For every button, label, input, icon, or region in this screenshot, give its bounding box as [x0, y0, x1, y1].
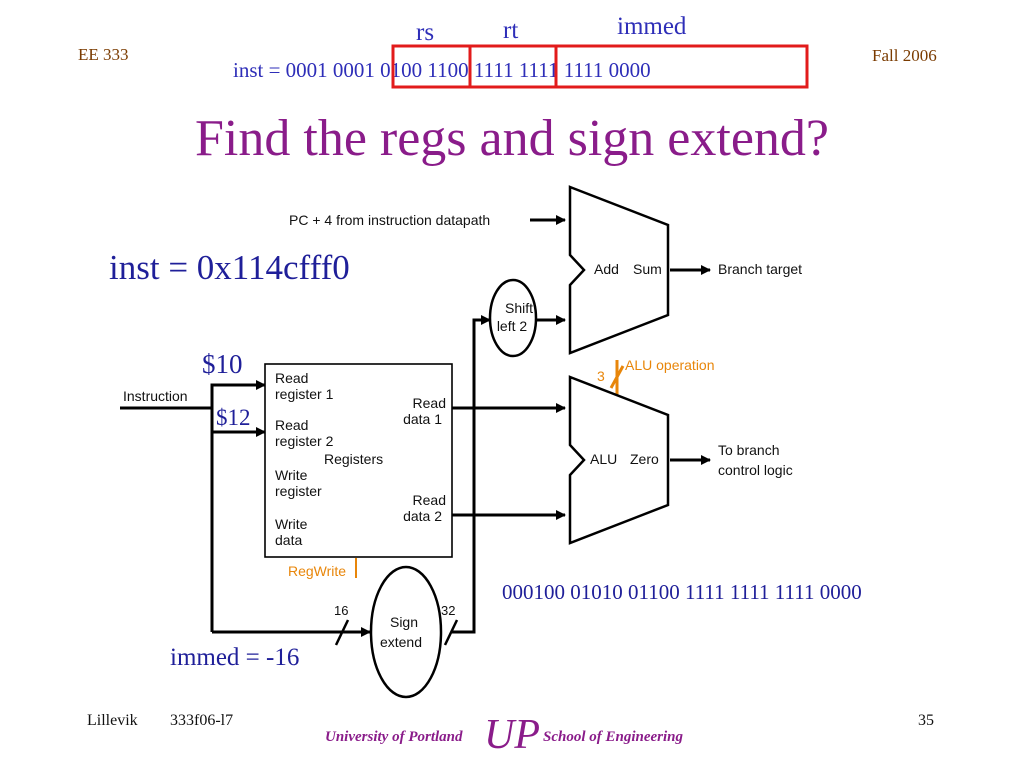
bits-out-slash [443, 619, 459, 646]
page-number: 35 [918, 712, 934, 729]
sign-label-1: Sign [390, 614, 418, 630]
inst-binary: inst = 0001 0001 0100 1100 1111 1111 111… [233, 58, 651, 82]
rs-register-annotation: $10 [202, 349, 243, 379]
bits-in-slash [334, 619, 350, 646]
branch-ctrl-label-1: To branch [718, 442, 779, 458]
read-reg1-label-2: register 1 [275, 386, 334, 402]
bits-out-label: 32 [441, 603, 455, 618]
read-data1-label-2: data 1 [403, 411, 442, 427]
zero-label: Zero [630, 451, 659, 467]
alu-op-count: 3 [597, 368, 605, 384]
term-label: Fall 2006 [872, 46, 937, 65]
read-reg2-label-1: Read [275, 417, 308, 433]
alu-operation-label: ALU operation [625, 357, 715, 373]
footer-university: University of Portland [325, 729, 463, 745]
bits-in-label: 16 [334, 603, 348, 618]
registers-label: Registers [324, 451, 383, 467]
field-rs-label: rs [416, 19, 434, 46]
write-reg-label-2: register [275, 483, 322, 499]
read-data2-label-2: data 2 [403, 508, 442, 524]
branch-ctrl-label-2: control logic [718, 462, 793, 478]
page-title: Find the regs and sign extend? [195, 110, 829, 167]
sign-out-wire [452, 315, 491, 634]
field-rt-label: rt [503, 17, 518, 44]
sign-extend-unit [369, 565, 443, 699]
instruction-label: Instruction [123, 388, 188, 404]
footer-school: School of Engineering [543, 729, 684, 745]
footer-author: Lillevik [87, 712, 138, 729]
read-data1-label-1: Read [413, 395, 446, 411]
read-reg2-label-2: register 2 [275, 433, 334, 449]
university-logo-icon: UP [484, 712, 540, 758]
alu-op-slash [609, 365, 625, 389]
rt-register-annotation: $12 [216, 405, 251, 430]
svg-text:UP: UP [484, 712, 540, 758]
shift-label-2: left 2 [497, 318, 528, 334]
course-label: EE 333 [78, 45, 129, 64]
read-reg1-label-1: Read [275, 370, 308, 386]
add-label: Add [594, 261, 619, 277]
footer-file: 333f06-l7 [170, 712, 233, 729]
shift-label-1: Shift [505, 300, 533, 316]
shift-left-2-unit [488, 278, 538, 358]
write-data-label-1: Write [275, 516, 308, 532]
alu [568, 375, 670, 545]
adder [568, 185, 670, 355]
regwrite-label: RegWrite [288, 563, 346, 579]
pc-input-label: PC + 4 from instruction datapath [289, 212, 490, 228]
inst-hex-annotation: inst = 0x114cfff0 [109, 248, 350, 287]
sum-label: Sum [633, 261, 662, 277]
write-reg-label-1: Write [275, 467, 308, 483]
branch-target-label: Branch target [718, 261, 802, 277]
immed-field-highlight [554, 44, 809, 89]
alu-label: ALU [590, 451, 617, 467]
read-data2-label-1: Read [413, 492, 446, 508]
field-immed-label: immed [617, 13, 687, 40]
immed-value-annotation: immed = -16 [170, 644, 299, 671]
binary-fields-annotation: 000100 01010 01100 1111 1111 1111 0000 [502, 580, 862, 604]
write-data-label-2: data [275, 532, 302, 548]
register-file [264, 363, 453, 558]
sign-label-2: extend [380, 634, 422, 650]
